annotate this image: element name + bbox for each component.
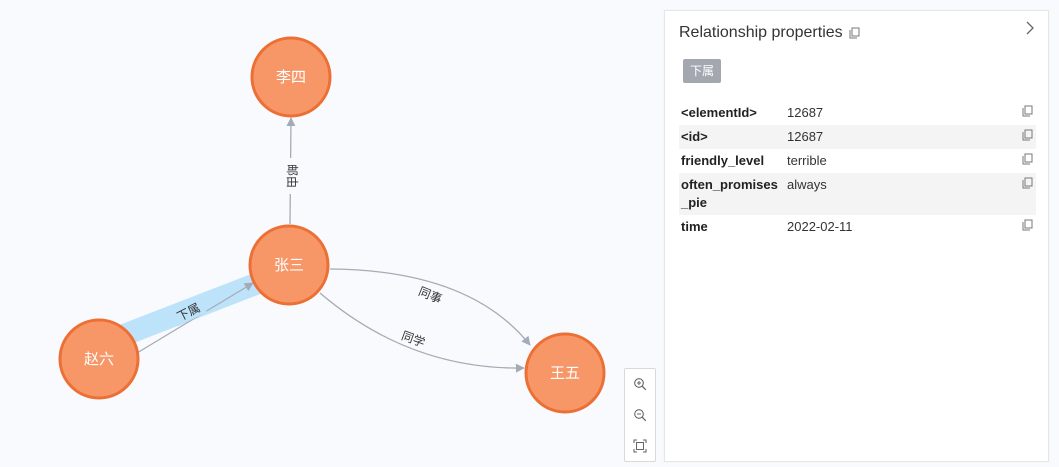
property-row: often_promises_pie always (679, 173, 1036, 215)
zoom-out-icon (634, 409, 647, 422)
node-lisi[interactable]: 李四 (250, 36, 332, 118)
node-zhangsan[interactable]: 张三 (248, 224, 330, 306)
relationship-properties-panel: Relationship properties 下属 <elementId> 1… (664, 10, 1049, 462)
copy-icon[interactable] (1020, 104, 1034, 118)
relationship-type-badge[interactable]: 下属 (683, 59, 722, 83)
copy-icon[interactable] (1020, 218, 1034, 232)
property-value: terrible (787, 153, 827, 168)
node-zhaoliu[interactable]: 赵六 (58, 318, 140, 400)
zoom-in-button[interactable] (629, 373, 651, 395)
property-key: often_promises_pie (679, 173, 785, 215)
property-row: time 2022-02-11 (679, 215, 1036, 239)
chevron-right-icon (1026, 21, 1034, 35)
collapse-panel-button[interactable] (1022, 20, 1038, 36)
property-key: <id> (679, 125, 785, 149)
property-key: friendly_level (681, 153, 765, 168)
edge-zhangsan-lisi[interactable]: 邮由 (283, 117, 299, 225)
property-value: always (785, 173, 1012, 215)
zoom-in-icon (634, 378, 647, 391)
zoom-toolbar (624, 368, 656, 462)
panel-header: Relationship properties (679, 24, 862, 42)
copy-icon[interactable] (1020, 152, 1034, 166)
edge-label-classmate: 同学 (400, 328, 428, 350)
property-value: 12687 (785, 125, 1012, 149)
node-label-wangwu: 王五 (550, 365, 580, 382)
property-row: <id> 12687 (679, 125, 1036, 149)
node-label-lisi: 李四 (276, 69, 306, 86)
panel-title: Relationship properties (679, 24, 843, 41)
edge-zhangsan-wangwu-colleague[interactable]: 同事 (329, 268, 531, 346)
copy-icon[interactable] (1020, 176, 1034, 190)
fit-screen-icon (633, 439, 647, 453)
copy-icon[interactable] (848, 26, 862, 40)
property-key: time (681, 219, 708, 234)
properties-table: <elementId> 12687 <id> 12687 friendly_le… (679, 101, 1036, 239)
graph-canvas[interactable]: 邮由 下属 同事 同学 李四 张三 (0, 0, 660, 467)
node-wangwu[interactable]: 王五 (524, 332, 606, 414)
copy-icon[interactable] (1020, 128, 1034, 142)
property-row: <elementId> 12687 (679, 101, 1036, 125)
property-key: <elementId> (681, 105, 757, 120)
property-row: friendly_level terrible (679, 149, 1036, 173)
node-label-zhangsan: 张三 (274, 257, 304, 274)
fit-screen-button[interactable] (629, 435, 651, 457)
zoom-out-button[interactable] (629, 404, 651, 426)
node-label-zhaoliu: 赵六 (84, 351, 114, 368)
property-value: 12687 (787, 105, 824, 120)
edge-label-zhangsan-lisi: 邮由 (285, 164, 299, 188)
edge-zhangsan-wangwu-classmate[interactable]: 同学 (319, 292, 525, 373)
property-value: 2022-02-11 (787, 219, 853, 234)
